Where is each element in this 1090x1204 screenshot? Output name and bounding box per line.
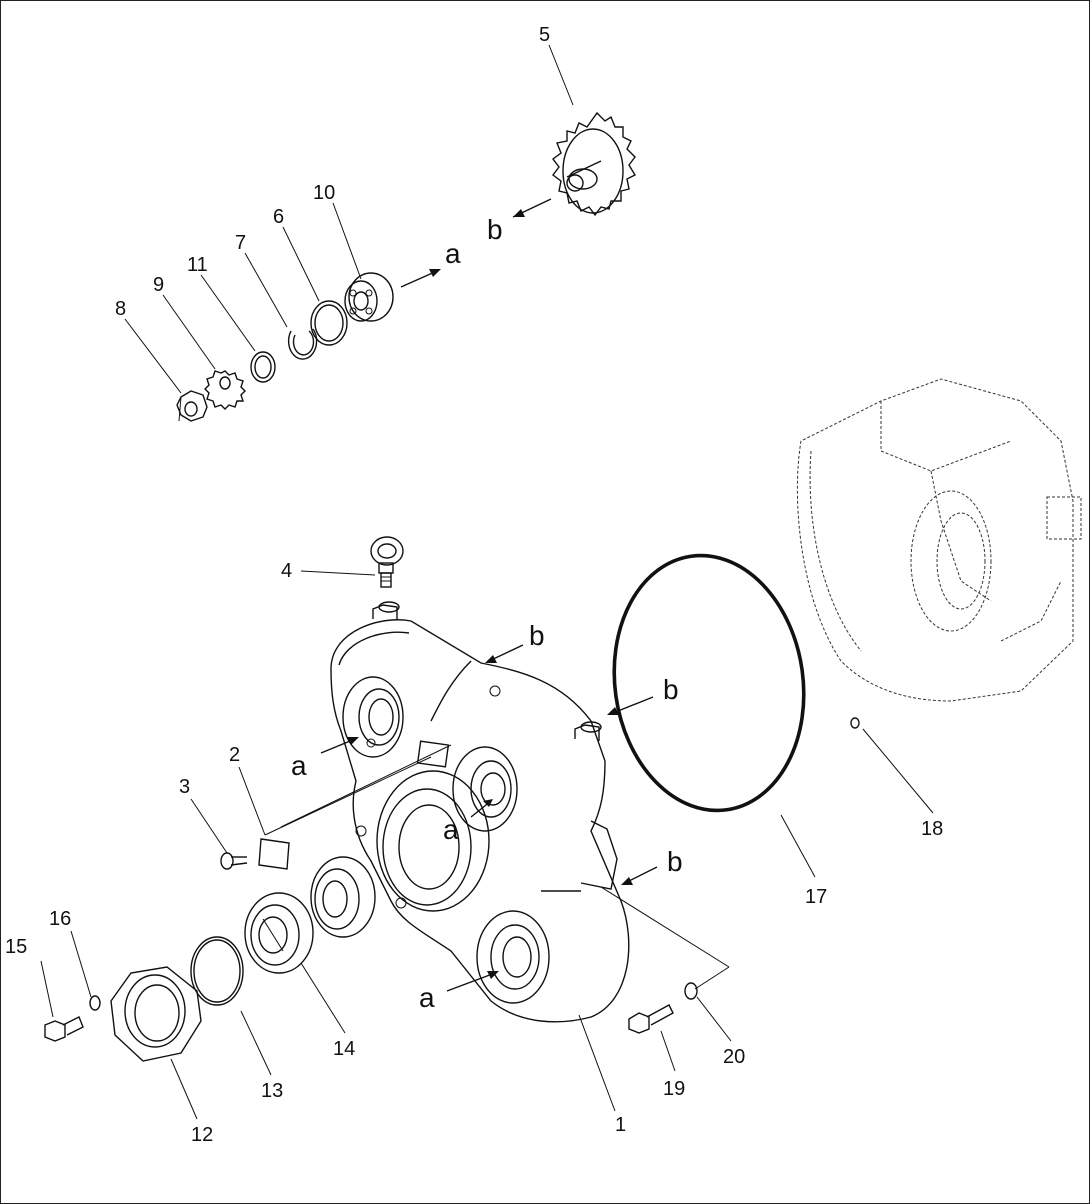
label-part-16: 16 xyxy=(49,908,71,930)
letter-a-left-bore: a xyxy=(291,750,307,781)
washer-part-16 xyxy=(89,995,101,1011)
label-part-5: 5 xyxy=(539,24,550,46)
reference-letter-labels: a b b b a a b a xyxy=(291,214,683,1013)
label-part-15: 15 xyxy=(5,936,27,958)
label-part-8: 8 xyxy=(115,298,126,320)
washer-part-11 xyxy=(250,351,276,383)
label-part-1: 1 xyxy=(615,1114,626,1136)
letter-b-housing-mid: b xyxy=(663,674,679,705)
label-part-6: 6 xyxy=(273,206,284,228)
bolt-part-15 xyxy=(44,1016,84,1042)
label-part-13: 13 xyxy=(261,1080,283,1102)
eye-bolt-part-4 xyxy=(370,536,404,588)
cover-part-12 xyxy=(110,966,202,1062)
label-part-20: 20 xyxy=(723,1046,745,1068)
letter-a-lower-bore: a xyxy=(419,982,435,1013)
label-part-10: 10 xyxy=(313,182,335,204)
o-ring-small-part-18 xyxy=(850,717,860,729)
label-part-11: 11 xyxy=(187,254,208,276)
rivet-part-3 xyxy=(220,852,248,870)
label-part-3: 3 xyxy=(179,776,190,798)
letter-b-sprocket: b xyxy=(487,214,503,245)
letter-b-housing-low: b xyxy=(667,846,683,877)
letter-a-center-bore: a xyxy=(443,814,459,845)
label-part-19: 19 xyxy=(663,1078,685,1100)
part-number-labels: 5 10 6 7 11 9 8 4 2 3 16 15 12 13 14 1 1… xyxy=(5,24,943,1146)
o-ring-part-13 xyxy=(190,936,244,1006)
reference-arrows xyxy=(320,198,658,992)
bearing-part-10 xyxy=(344,272,394,322)
ring-part-6 xyxy=(310,300,348,346)
nut-part-8 xyxy=(176,390,208,422)
label-part-9: 9 xyxy=(153,274,164,296)
label-part-7: 7 xyxy=(235,232,246,254)
large-o-ring-part-17 xyxy=(612,553,806,813)
flywheel-housing xyxy=(796,378,1082,702)
roller-bearing-part-14 xyxy=(244,892,314,974)
label-part-4: 4 xyxy=(281,560,292,582)
leader-lines xyxy=(40,44,934,1120)
washer-part-20 xyxy=(684,982,698,1000)
sprocket-gear-part-5 xyxy=(552,111,636,217)
label-part-17: 17 xyxy=(805,886,827,908)
lock-washer-part-9 xyxy=(204,370,246,410)
label-part-12: 12 xyxy=(191,1124,213,1146)
letter-a-bearing: a xyxy=(445,238,461,269)
name-plate-part-2 xyxy=(258,838,290,870)
label-part-14: 14 xyxy=(333,1038,355,1060)
letter-b-housing-top: b xyxy=(529,620,545,651)
bolt-part-19 xyxy=(628,1004,674,1034)
snap-ring-part-7 xyxy=(287,328,318,360)
label-part-18: 18 xyxy=(921,818,943,840)
bearing-large xyxy=(310,856,376,938)
label-part-2: 2 xyxy=(229,744,240,766)
gear-housing-part-1 xyxy=(330,601,630,1023)
